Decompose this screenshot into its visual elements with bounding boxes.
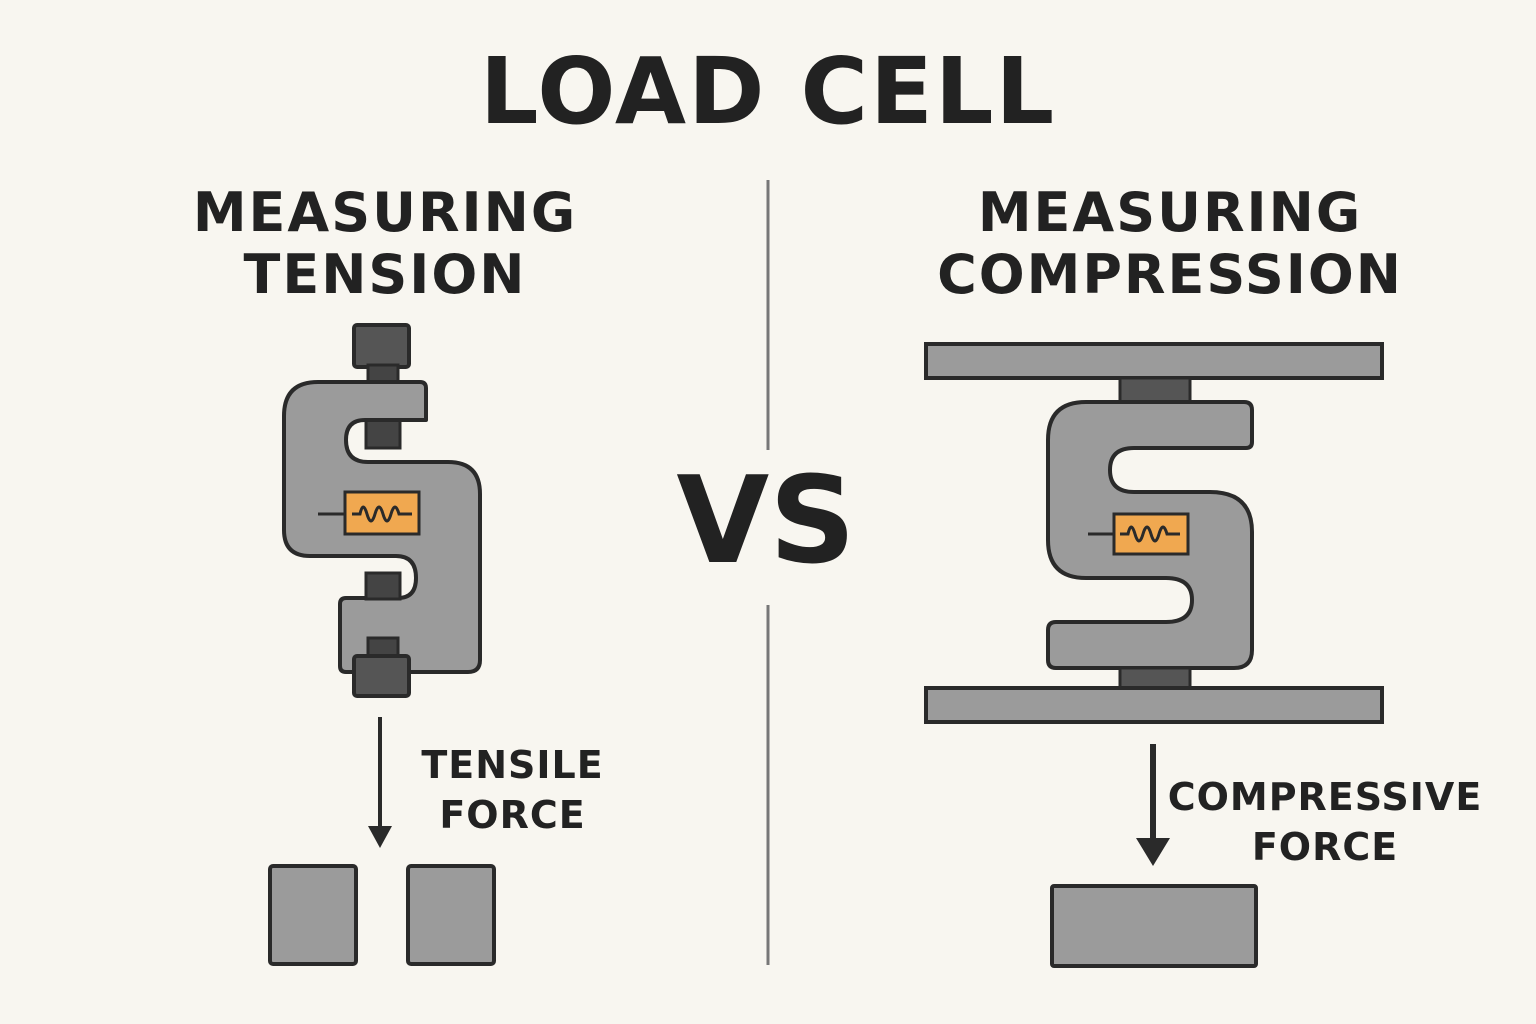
strain-gauge-icon	[1088, 512, 1190, 556]
tension-load-cell-icon	[282, 323, 482, 698]
tension-block-left	[268, 864, 358, 966]
compressive-arrow-icon	[1136, 744, 1170, 866]
diagram-title: LOAD CELL	[479, 38, 1057, 145]
tensile-force-line-1: TENSILE	[421, 743, 604, 787]
tension-heading-line-1: MEASURING	[192, 181, 578, 244]
tension-heading-line-2: TENSION	[243, 243, 527, 306]
strain-gauge-icon	[318, 490, 421, 536]
tension-block-right	[406, 864, 496, 966]
compression-heading: MEASURING COMPRESSION	[880, 182, 1460, 306]
bottom-contact-block	[1118, 666, 1192, 690]
tensile-arrow-icon	[368, 717, 392, 848]
compression-heading-line-1: MEASURING	[977, 181, 1363, 244]
compressive-force-line-1: COMPRESSIVE	[1167, 775, 1483, 819]
tensile-force-line-2: FORCE	[439, 793, 586, 837]
top-plate	[924, 342, 1384, 380]
vs-label: VS	[676, 452, 856, 591]
top-insert	[364, 418, 402, 450]
tensile-force-label: TENSILE FORCE	[400, 740, 625, 840]
compression-heading-line-2: COMPRESSION	[937, 243, 1403, 306]
compression-load-cell-icon	[924, 342, 1384, 724]
bottom-plate	[924, 686, 1384, 724]
top-bolt-head	[352, 323, 411, 369]
bottom-bolt-head	[352, 654, 411, 698]
tension-heading: MEASURING TENSION	[150, 182, 620, 306]
compressive-force-line-2: FORCE	[1251, 825, 1399, 869]
compression-block	[1050, 884, 1258, 968]
compressive-force-label: COMPRESSIVE FORCE	[1160, 772, 1490, 872]
bottom-insert	[364, 571, 402, 601]
